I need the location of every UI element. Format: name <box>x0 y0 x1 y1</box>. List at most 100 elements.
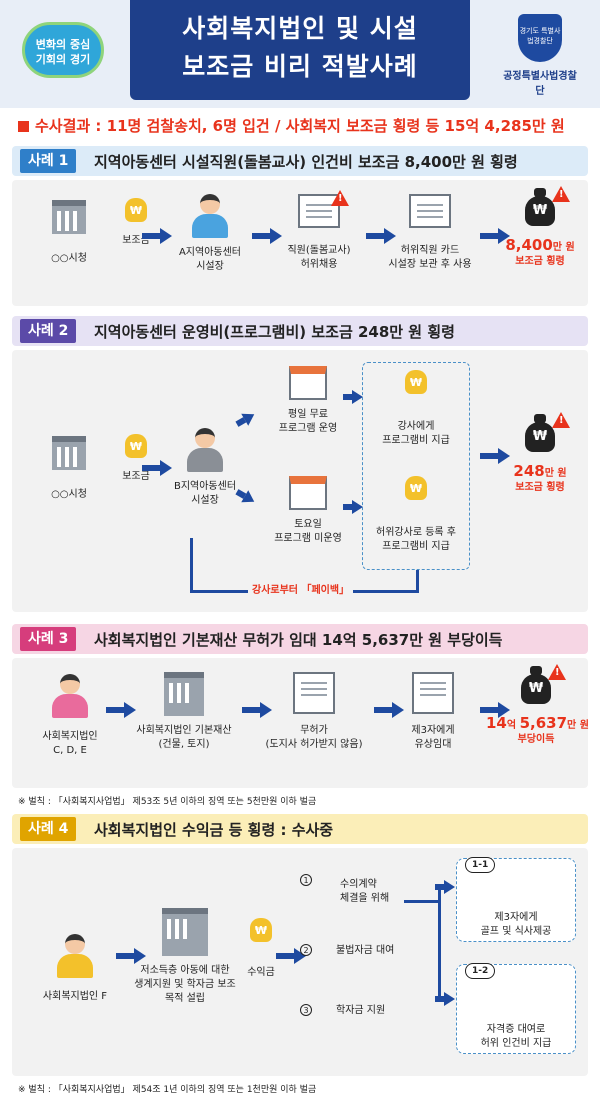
gyeonggi-slogan-logo: 변화의 중심 기회의 경기 <box>22 22 104 78</box>
arrow-right-icon <box>116 948 146 964</box>
weekday-program: 평일 무료 프로그램 운영 <box>260 366 356 436</box>
case-1: 사례 1 지역아동센터 시설직원(돌봄교사) 인건비 보조금 8,400만 원 … <box>12 146 588 306</box>
warning-icon: ! <box>548 664 566 680</box>
calendar-icon <box>289 476 327 510</box>
arrow-right-icon <box>366 228 396 244</box>
person-icon <box>50 674 90 718</box>
branch-line <box>438 886 441 998</box>
arrow-right-icon <box>142 460 172 476</box>
fake-instructor: ₩ 허위강사로 등록 후 프로그램비 지급 <box>362 476 470 554</box>
police-unit-logo: 경기도 특별사법경찰단 공정특별사법경찰단 <box>500 14 580 97</box>
money-bag-icon: ₩ <box>250 918 272 942</box>
use-1: 1 수의계약 체결을 위해 <box>298 874 408 906</box>
arrow-right-icon <box>142 228 172 244</box>
income-flow: ₩ 수익금 <box>238 918 284 980</box>
case-4-penalty: ※ 벌칙 : 「사회복지사업법」 제54조 1년 이하의 징역 또는 1천만원 … <box>18 1085 317 1095</box>
bullet-square-icon <box>18 121 29 132</box>
fake-hire: ! 직원(돌봄교사) 허위채용 <box>277 190 361 272</box>
no-permit: 무허가 (도지사 허가받지 않음) <box>254 672 374 752</box>
case-1-body: ○○시청 ₩ 보조금 A지역아동센터 시설장 ! 직원(돌봄교사) 허위채용 허… <box>12 180 588 306</box>
arrow-up-right-icon <box>241 408 258 426</box>
arrow-right-icon <box>252 228 282 244</box>
person-icon <box>190 194 230 238</box>
case-3-badge: 사례 3 <box>20 627 77 651</box>
subsidy-flow: ₩ 보조금 <box>112 198 160 248</box>
case-2-title: 지역아동센터 운영비(프로그램비) 보조금 248만 원 횡령 <box>94 323 455 341</box>
black-money-bag-icon: ₩ <box>521 186 559 226</box>
stamp-document-icon <box>293 672 335 714</box>
page-title-line2: 보조금 비리 적발사례 <box>182 52 418 81</box>
case-3-bar: 사례 3 사회복지법인 기본재산 무허가 임대 14억 5,637만 원 부당이… <box>12 624 588 654</box>
tag-1-2: 1-2 <box>465 963 496 979</box>
number-1-icon: 1 <box>300 874 312 886</box>
case-4: 사례 4 사회복지법인 수익금 등 횡령 : 수사중 사회복지법인 F 저소득층… <box>12 814 588 1076</box>
case-1-badge: 사례 1 <box>20 149 77 173</box>
arrow-right-icon <box>374 702 404 718</box>
fake-card: 허위직원 카드 시설장 보관 후 사용 <box>380 194 480 272</box>
payment-box <box>362 362 470 570</box>
city-hall: ○○시청 <box>34 436 104 502</box>
warning-icon: ! <box>331 190 349 206</box>
header: 변화의 중심 기회의 경기 사회복지법인 및 시설 보조금 비리 적발사례 경기… <box>0 0 600 108</box>
case-2: 사례 2 지역아동센터 운영비(프로그램비) 보조금 248만 원 횡령 ○○시… <box>12 316 588 616</box>
payback-line <box>416 570 419 593</box>
pay-instructor: ₩ 강사에게 프로그램비 지급 <box>362 370 470 448</box>
arrow-right-icon <box>343 500 363 514</box>
city-hall: ○○시청 <box>34 200 104 266</box>
case-2-body: ○○시청 ₩ 보조금 B지역아동센터 시설장 평일 무료 프로그램 운영 토요일… <box>12 350 588 612</box>
branch-line <box>404 900 440 903</box>
tag-1-1: 1-1 <box>465 857 496 873</box>
arrow-right-icon <box>480 702 510 718</box>
warning-icon: ! <box>552 412 570 428</box>
arrow-right-icon <box>343 390 363 404</box>
id-card-icon <box>409 194 451 228</box>
box-1-2: 1-2 자격증 대여로 허위 인건비 지급 <box>456 963 576 1054</box>
building-icon <box>52 200 86 234</box>
black-money-bag-icon: ₩ <box>517 664 555 704</box>
saturday-program: 토요일 프로그램 미운영 <box>260 476 356 546</box>
subsidy-flow: ₩ 보조금 <box>112 434 160 484</box>
payback-label: 강사로부터 「페이백」 <box>248 584 354 598</box>
case-2-badge: 사례 2 <box>20 319 77 343</box>
case-4-badge: 사례 4 <box>20 817 77 841</box>
box-1-1: 1-1 제3자에게 골프 및 식사제공 <box>456 857 576 942</box>
arrow-right-icon <box>480 448 510 464</box>
arrow-right-icon <box>435 880 455 894</box>
money-bag-icon: ₩ <box>405 476 427 500</box>
case-3-body: 사회복지법인 C, D, E 사회복지법인 기본재산 (건물, 토지) 무허가 … <box>12 658 589 788</box>
center-head: A지역아동센터 시설장 <box>170 194 250 274</box>
money-bag-icon: ₩ <box>125 434 147 458</box>
number-3-icon: 3 <box>300 1004 312 1016</box>
center-head: B지역아동센터 시설장 <box>160 428 250 508</box>
school-building-icon <box>162 908 208 956</box>
welfare-corp: 사회복지법인 C, D, E <box>30 674 110 758</box>
person-icon <box>55 934 95 978</box>
money-bag-icon: ₩ <box>405 370 427 394</box>
case-1-title: 지역아동센터 시설직원(돌봄교사) 인건비 보조금 8,400만 원 횡령 <box>94 153 518 171</box>
case-4-bar: 사례 4 사회복지법인 수익금 등 횡령 : 수사중 <box>12 814 588 844</box>
arrow-right-icon <box>242 702 272 718</box>
person-icon <box>185 428 225 472</box>
calendar-icon <box>289 366 327 400</box>
money-bag-icon: ₩ <box>125 198 147 222</box>
investigation-result: 수사결과 : 11명 검찰송치, 6명 입건 / 사회복지 보조금 횡령 등 1… <box>18 115 588 136</box>
case-3-penalty: ※ 벌칙 : 「사회복지사업법」 제53조 5년 이하의 징역 또는 5천만원 … <box>18 797 317 807</box>
arrow-right-icon <box>480 228 510 244</box>
case-2-bar: 사례 2 지역아동센터 운영비(프로그램비) 보조금 248만 원 횡령 <box>12 316 588 346</box>
basic-assets: 사회복지법인 기본재산 (건물, 토지) <box>124 672 244 752</box>
case-4-body: 사회복지법인 F 저소득층 아동에 대한 생계지원 및 학자금 보조 목적 설립… <box>12 848 588 1076</box>
building-icon <box>52 436 86 470</box>
profit-amount: ₩ ! 14억 5,637만 원 부당이득 <box>486 664 589 747</box>
arrow-right-icon <box>106 702 136 718</box>
case-1-bar: 사례 1 지역아동센터 시설직원(돌봄교사) 인건비 보조금 8,400만 원 … <box>12 146 588 176</box>
title-banner: 사회복지법인 및 시설 보조금 비리 적발사례 <box>130 0 470 100</box>
apartment-icon <box>164 672 204 716</box>
paid-lease: 제3자에게 유상임대 <box>378 672 488 752</box>
foundation: 저소득층 아동에 대한 생계지원 및 학자금 보조 목적 설립 <box>120 908 250 1006</box>
case-3-title: 사회복지법인 기본재산 무허가 임대 14억 5,637만 원 부당이득 <box>94 631 503 649</box>
embezzle-amount: ₩ ! 248만 원 보조금 횡령 <box>500 412 580 495</box>
black-money-bag-icon: ₩ <box>521 412 559 452</box>
contract-icon <box>412 672 454 714</box>
